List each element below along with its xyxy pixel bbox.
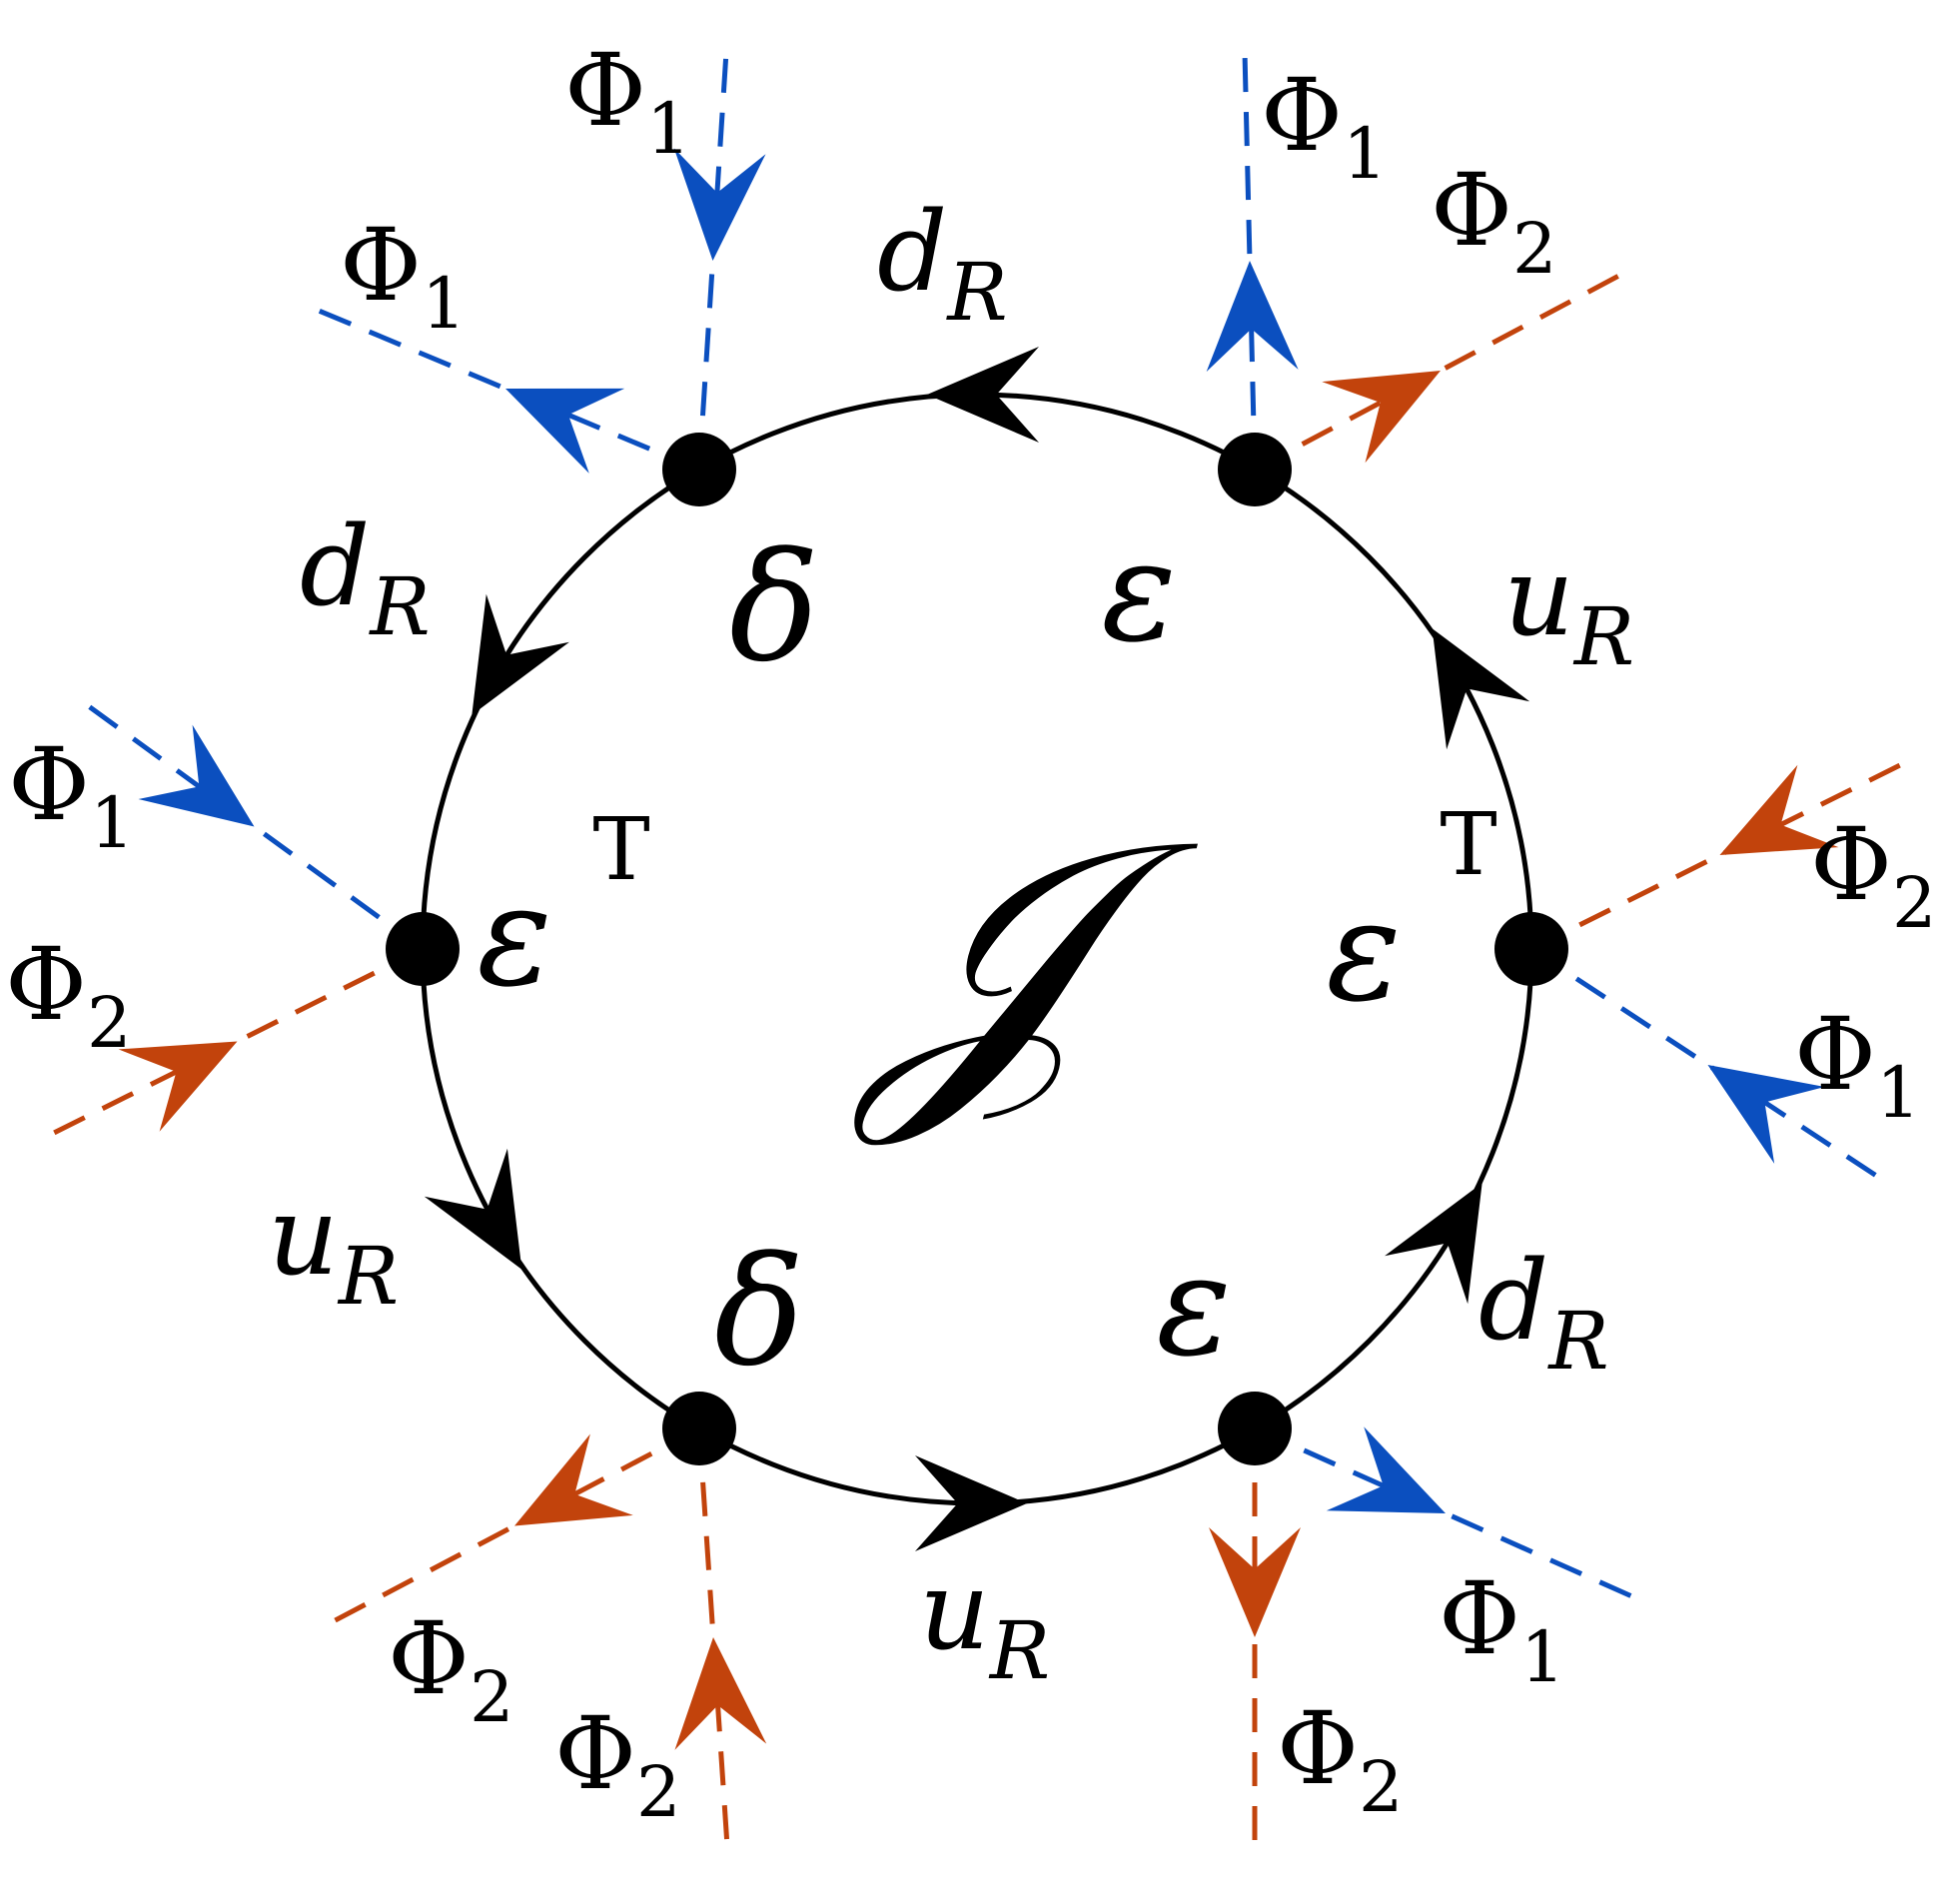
leg-label-tr-phi2: Φ2 (1431, 152, 1557, 290)
leg-label-tr-phi1: Φ1 (1261, 57, 1388, 195)
arrow-leg-bl-phi2-out (514, 1433, 633, 1526)
propagator-label-upper-right: uR (1503, 532, 1634, 683)
arrow-leg-r-phi1-in (1707, 1065, 1825, 1164)
loop-arrow-1 (472, 593, 569, 715)
propagator-label-top: dR (877, 188, 1008, 339)
coupling-right-superscript: T (1440, 795, 1496, 895)
vertex-bottom-left (662, 1392, 736, 1465)
leg-label-bl-in: Φ2 (554, 1695, 681, 1833)
leg-label-r-phi2: Φ2 (1810, 806, 1937, 944)
leg-tl-phi1-out (311, 305, 700, 473)
arrow-leg-bl-phi2-in (674, 1637, 767, 1750)
leg-r-phi2-in (1529, 758, 1910, 952)
leg-l-phi1-in (84, 701, 425, 952)
propagator-label-lower-right: dR (1478, 1237, 1609, 1388)
coupling-left-superscript: T (592, 800, 649, 900)
leg-label-l-phi2: Φ2 (5, 926, 132, 1064)
vertex-right (1494, 912, 1568, 986)
arrow-leg-br-phi2-out (1209, 1527, 1301, 1637)
loop-arrow-5 (1432, 628, 1530, 750)
arrow-leg-tl-phi1-out (505, 388, 625, 474)
leg-bl-phi2-out (328, 1426, 701, 1626)
coupling-bottom-right: ε (1156, 1225, 1231, 1388)
loop-arrow-2 (424, 1148, 522, 1270)
leg-bl-phi2-in (696, 1427, 730, 1847)
vertex-top-right (1218, 433, 1292, 506)
center-symbol: 𝒥 (850, 768, 1201, 1152)
loop-arrow-3 (915, 1455, 1027, 1551)
coupling-right: ε (1326, 870, 1401, 1033)
coupling-top-right: ε (1101, 510, 1176, 673)
leg-label-l-phi1: Φ1 (8, 726, 135, 864)
leg-label-bl-out: Φ2 (388, 1600, 514, 1738)
vertex-bottom-right (1218, 1392, 1292, 1465)
arrow-leg-tl-phi1-in (673, 148, 766, 261)
arrow-leg-tr-phi2-out (1322, 371, 1441, 464)
coupling-left: ε (477, 855, 551, 1018)
propagator-label-bottom: uR (919, 1546, 1050, 1697)
leg-label-br-phi1: Φ1 (1439, 1560, 1565, 1698)
coupling-top-left: δ (729, 521, 819, 695)
leg-r-phi1-in (1529, 946, 1886, 1184)
propagator-label-lower-left: uR (268, 1172, 399, 1323)
leg-label-tl-out: Φ1 (340, 207, 467, 345)
leg-tr-phi1-out (1242, 51, 1258, 471)
leg-tl-phi1-in (696, 51, 729, 471)
propagator-label-upper-left: dR (300, 502, 431, 653)
arrow-leg-r-phi2-in (1719, 764, 1839, 855)
leg-label-r-phi1: Φ1 (1794, 996, 1921, 1134)
leg-l-phi2-in (50, 946, 425, 1137)
arrow-leg-l-phi2-in (118, 1041, 238, 1132)
vertex-left (386, 912, 460, 986)
arrow-leg-br-phi1-out (1326, 1426, 1446, 1513)
vertex-top-left (662, 433, 736, 506)
leg-br-phi1-out (1253, 1426, 1638, 1601)
arrow-leg-tr-phi1-out (1206, 261, 1299, 373)
leg-tr-phi2-out (1253, 269, 1628, 473)
loop-arrow-0 (927, 347, 1039, 443)
leg-label-tl-in: Φ1 (564, 32, 691, 170)
loop-arrow-4 (1385, 1183, 1482, 1305)
leg-label-br-phi2: Φ2 (1277, 1690, 1404, 1828)
coupling-bottom-left: δ (714, 1226, 804, 1400)
arrow-leg-l-phi1-in (138, 724, 255, 827)
